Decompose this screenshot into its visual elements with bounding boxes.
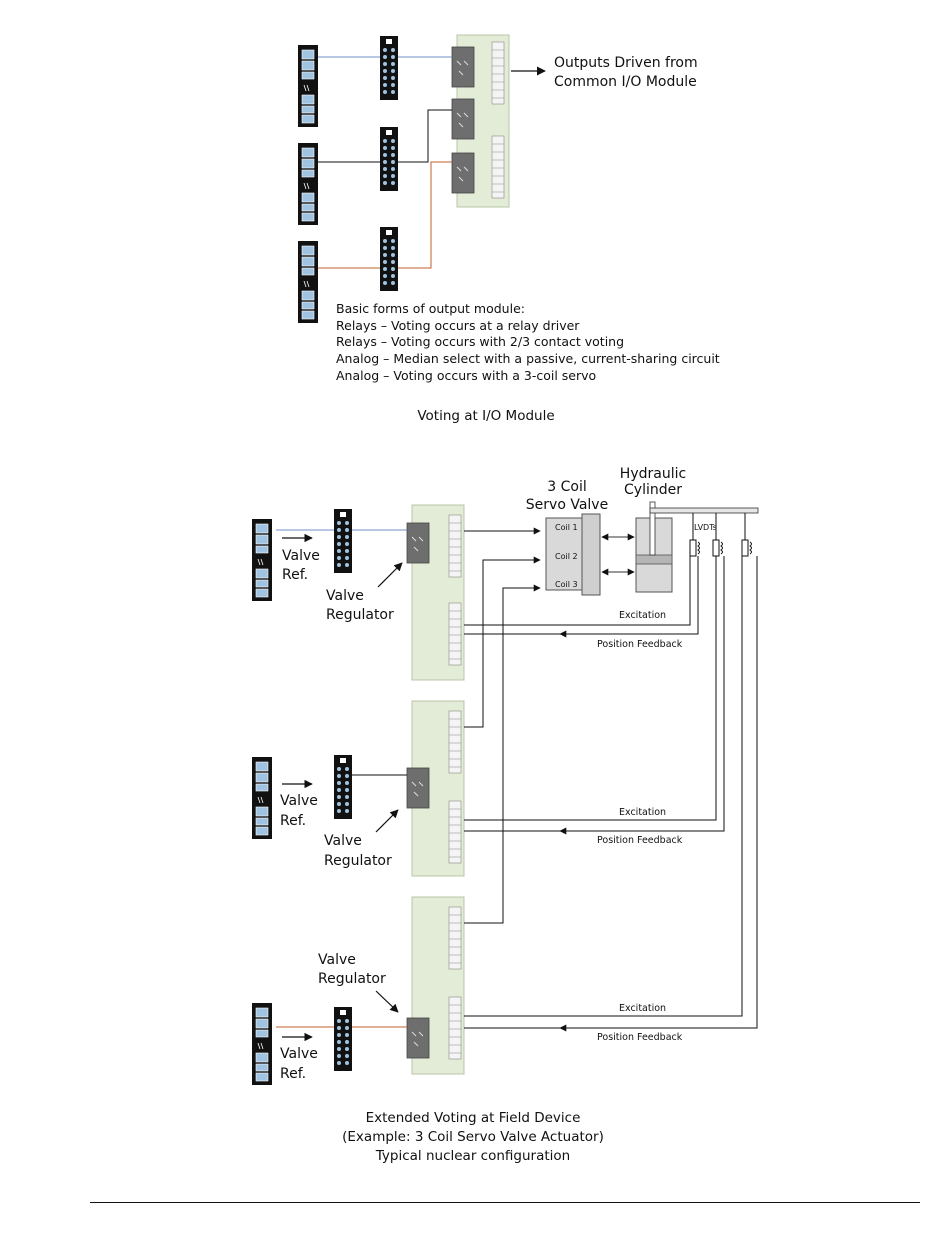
position-feedback-wire — [559, 556, 725, 835]
excitation-wire — [464, 556, 743, 1017]
actuator-beam — [649, 507, 759, 514]
coil-2-wire — [464, 556, 541, 728]
excitation-wire — [464, 556, 691, 626]
basic-form-item: Analog – Voting occurs with a 3-coil ser… — [336, 368, 596, 383]
basic-form-item: Relays – Voting occurs at a relay driver — [336, 318, 580, 333]
terminal-strip — [448, 514, 462, 578]
lvdt-1 — [689, 539, 700, 557]
valve-ref-label: Valve — [282, 548, 320, 564]
top-caption: Voting at I/O Module — [417, 408, 554, 424]
lvdt-3 — [741, 539, 752, 557]
terminal-strip — [448, 710, 462, 774]
controller-t — [297, 240, 319, 324]
excitation-label: Excitation — [619, 807, 666, 818]
valve-regulator-label: Regulator — [326, 607, 394, 623]
position-feedback-label: Position Feedback — [597, 1032, 683, 1043]
coil-3-wire — [464, 584, 541, 924]
coil-1-label: Coil 1 — [555, 523, 578, 532]
controller-t — [251, 1002, 273, 1086]
controller-s — [251, 756, 273, 840]
valve-regulator-label: Regulator — [324, 853, 392, 869]
output-card — [451, 98, 475, 140]
position-feedback-label: Position Feedback — [597, 835, 683, 846]
bottom-caption-line1: Extended Voting at Field Device — [366, 1110, 581, 1126]
bottom-caption-line2: (Example: 3 Coil Servo Valve Actuator) — [342, 1129, 604, 1145]
servo-valve-body — [545, 517, 583, 591]
excitation-label: Excitation — [619, 610, 666, 621]
terminal-strip — [491, 135, 505, 199]
io-pack-s — [334, 755, 352, 819]
excitation-wire — [464, 556, 717, 821]
controller-r — [251, 518, 273, 602]
terminal-strip — [491, 41, 505, 105]
valve-regulator-label: Regulator — [318, 971, 386, 987]
servo-valve-label: 3 Coil — [547, 479, 586, 495]
footer-rule — [90, 1202, 920, 1203]
terminal-strip — [448, 996, 462, 1060]
valve-ref-label: Valve — [280, 1046, 318, 1062]
top-diagram: Outputs Driven from Common I/O Module Ba… — [297, 34, 720, 424]
wire-black — [398, 109, 452, 163]
terminal-strip — [448, 602, 462, 666]
valve-regulator-card — [406, 767, 430, 809]
excitation-label: Excitation — [619, 1003, 666, 1014]
io-pack-r — [380, 36, 398, 100]
output-card — [451, 152, 475, 194]
valve-ref-label: Ref. — [280, 1066, 306, 1082]
wire-orange — [398, 161, 452, 269]
io-pack-t — [380, 227, 398, 291]
hydraulic-cylinder-label: Hydraulic — [620, 466, 686, 482]
basic-form-item: Analog – Median select with a passive, c… — [336, 351, 720, 366]
position-feedback-label: Position Feedback — [597, 639, 683, 650]
coil-2-label: Coil 2 — [555, 552, 578, 561]
io-pack-t — [334, 1007, 352, 1071]
lvdt-2 — [712, 539, 723, 557]
controller-r — [297, 44, 319, 128]
valve-regulator-label: Valve — [318, 952, 356, 968]
controller-s — [297, 142, 319, 226]
outputs-label-line1: Outputs Driven from — [554, 55, 698, 71]
bottom-diagram: Valve Ref. Valve Ref. Valve Ref. Valve R… — [251, 466, 759, 1164]
lvdts-label: LVDTs — [694, 523, 717, 532]
basic-forms-heading: Basic forms of output module: — [336, 301, 525, 316]
valve-regulator-card — [406, 522, 430, 564]
terminal-strip — [448, 906, 462, 970]
position-feedback-wire — [559, 556, 699, 638]
io-pack-r — [334, 509, 352, 573]
bottom-caption-line3: Typical nuclear configuration — [375, 1148, 570, 1164]
basic-form-item: Relays – Voting occurs with 2/3 contact … — [336, 334, 624, 349]
regulator-pointer — [377, 562, 403, 588]
valve-ref-label: Ref. — [280, 813, 306, 829]
valve-ref-label: Ref. — [282, 567, 308, 583]
valve-regulator-label: Valve — [324, 833, 362, 849]
cylinder-rod — [649, 501, 656, 556]
valve-regulator-label: Valve — [326, 588, 364, 604]
output-card — [451, 46, 475, 88]
servo-valve-spool — [581, 513, 601, 596]
valve-regulator-card — [406, 1017, 430, 1059]
hydraulic-cylinder-label: Cylinder — [624, 482, 682, 498]
regulator-pointer — [375, 990, 399, 1013]
cylinder-piston — [635, 554, 673, 565]
outputs-label-line2: Common I/O Module — [554, 74, 697, 90]
io-pack-s — [380, 127, 398, 191]
position-feedback-wire — [559, 556, 758, 1032]
valve-ref-label: Valve — [280, 793, 318, 809]
regulator-pointer — [375, 809, 399, 833]
coil-3-label: Coil 3 — [555, 580, 578, 589]
servo-valve-label: Servo Valve — [526, 497, 608, 513]
terminal-strip — [448, 800, 462, 864]
